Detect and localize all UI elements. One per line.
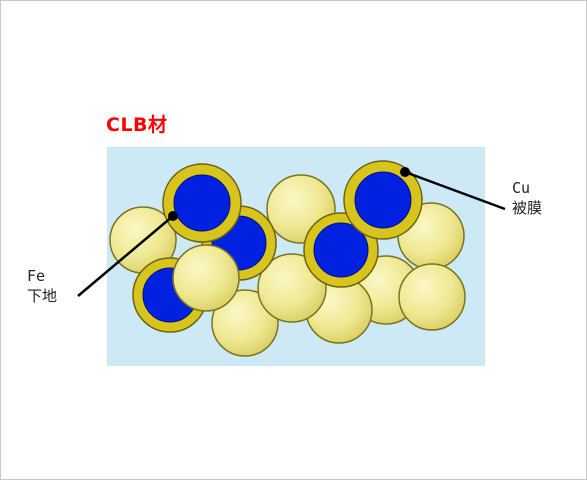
cu-leader-line	[404, 170, 506, 211]
fe-leader-line	[77, 215, 174, 297]
diagram-title: CLB材	[106, 114, 168, 136]
cu-coated-particles-front	[162, 160, 423, 243]
fe-particle	[257, 253, 327, 323]
cu-label-line1: Cu	[512, 179, 531, 197]
fe-leader-dot	[168, 211, 178, 221]
cu-leader-dot	[400, 167, 410, 177]
fe-label-line1: Fe	[27, 267, 46, 285]
cu-coated-particle	[343, 160, 423, 240]
fe-substrate-label: Fe 下地	[27, 266, 57, 306]
cu-label-line2: 被膜	[512, 199, 543, 217]
fe-particles-front	[172, 244, 466, 331]
cu-coated-particle	[162, 163, 242, 243]
cu-coating-label: Cu 被膜	[512, 178, 542, 218]
fe-particle	[211, 289, 279, 357]
fe-particle	[398, 263, 466, 331]
fe-label-line2: 下地	[27, 287, 58, 305]
leader-lines	[77, 167, 506, 297]
fe-particle	[172, 244, 240, 312]
